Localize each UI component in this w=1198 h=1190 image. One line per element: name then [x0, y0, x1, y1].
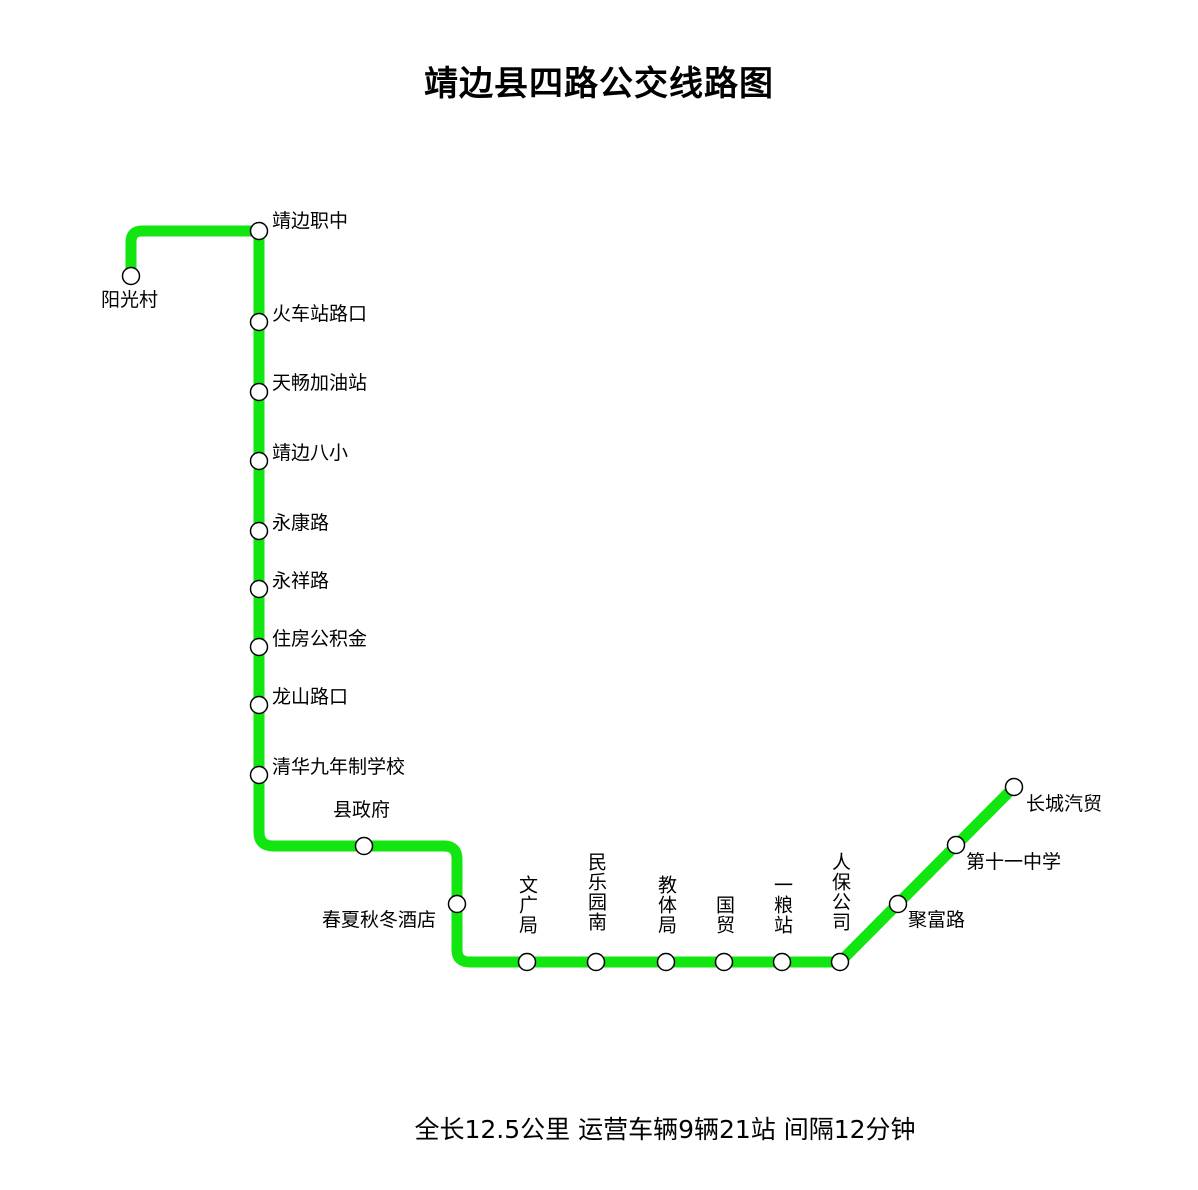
station-marker-s20: [946, 835, 966, 855]
station-label-s01: 阳光村: [101, 289, 159, 311]
station-marker-s06: [249, 521, 269, 541]
station-label-s02: 靖边职中: [272, 210, 349, 232]
station-label-s04: 天畅加油站: [272, 372, 368, 394]
station-label-s10: 清华九年制学校: [272, 756, 406, 778]
station-marker-s15: [656, 952, 676, 972]
station-label-s03: 火车站路口: [272, 303, 368, 325]
station-marker-s01: [121, 266, 141, 286]
station-label-s21: 长城汽贸: [1026, 793, 1103, 815]
station-marker-s03: [249, 312, 269, 332]
station-marker-s02: [249, 221, 269, 241]
station-label-s18: 人保公司: [829, 852, 851, 932]
station-label-s13: 文广局: [516, 875, 538, 935]
station-marker-s12: [447, 894, 467, 914]
station-marker-s18: [830, 952, 850, 972]
station-marker-s10: [249, 765, 269, 785]
station-marker-s17: [772, 952, 792, 972]
station-label-s15: 教体局: [655, 875, 677, 935]
station-label-s06: 永康路: [272, 512, 330, 534]
station-marker-s08: [249, 637, 269, 657]
station-label-s08: 住房公积金: [272, 628, 368, 650]
station-label-s16: 国贸: [713, 895, 735, 935]
station-marker-s19: [888, 894, 908, 914]
route-summary: 全长12.5公里 运营车辆9辆21站 间隔12分钟: [414, 1115, 916, 1144]
station-label-s20: 第十一中学: [966, 851, 1062, 873]
map-title: 靖边县四路公交线路图: [424, 64, 774, 104]
station-marker-s04: [249, 382, 269, 402]
station-marker-s13: [517, 952, 537, 972]
station-label-s09: 龙山路口: [272, 686, 349, 708]
station-label-s05: 靖边八小: [272, 442, 349, 464]
station-label-s17: 一粮站: [771, 875, 793, 935]
station-marker-s11: [354, 836, 374, 856]
station-label-s12: 春夏秋冬酒店: [322, 909, 437, 931]
station-marker-s16: [714, 952, 734, 972]
station-label-s19: 聚富路: [908, 909, 966, 931]
station-marker-s14: [586, 952, 606, 972]
station-marker-s09: [249, 695, 269, 715]
station-label-s14: 民乐园南: [585, 852, 607, 932]
station-label-s11: 县政府: [333, 799, 391, 821]
station-label-s07: 永祥路: [272, 570, 330, 592]
station-marker-s05: [249, 451, 269, 471]
station-markers: [121, 221, 1024, 972]
station-marker-s07: [249, 579, 269, 599]
station-marker-s21: [1004, 777, 1024, 797]
